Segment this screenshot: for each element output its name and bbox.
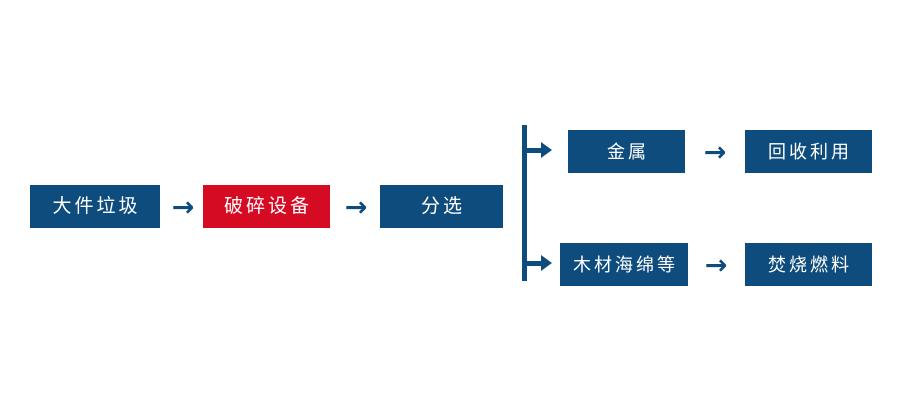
arrow-right-icon: → xyxy=(704,249,728,281)
node-metal: 金属 xyxy=(568,130,685,173)
branch-arrowhead-bottom-icon xyxy=(541,255,552,271)
branch-stub-bottom xyxy=(527,261,545,266)
node-sorting: 分选 xyxy=(380,185,503,228)
branch-trunk-line xyxy=(522,125,527,281)
arrow-right-icon: → xyxy=(344,191,368,223)
branch-arrowhead-top-icon xyxy=(541,142,552,158)
node-wood-sponge-etc: 木材海绵等 xyxy=(560,243,688,286)
node-incineration-fuel: 焚烧燃料 xyxy=(745,243,872,286)
branch-stub-top xyxy=(527,148,545,153)
node-recycling-reuse: 回收利用 xyxy=(745,130,872,173)
arrow-right-icon: → xyxy=(703,136,727,168)
node-bulky-waste: 大件垃圾 xyxy=(30,185,160,228)
arrow-right-icon: → xyxy=(171,191,195,223)
node-crushing-equipment: 破碎设备 xyxy=(203,185,330,228)
